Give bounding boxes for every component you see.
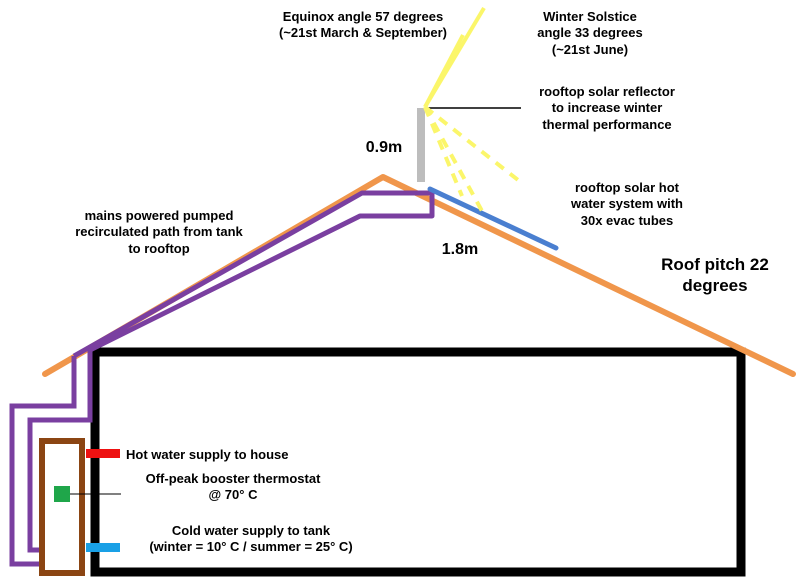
pumped-loop-roof-outer (72, 190, 435, 359)
solstice-ray (423, 6, 486, 109)
roof-pitch-label: Roof pitch 22 degrees (661, 255, 769, 296)
winter-solstice-label: Winter Solstice angle 33 degrees (~21st … (537, 9, 643, 57)
reflected-ray-2 (423, 106, 484, 212)
collector-label: rooftop solar hot water system with 30x … (571, 180, 683, 228)
pumped-path-label: mains powered pumped recirculated path f… (75, 208, 243, 256)
hot-water-tank (39, 438, 85, 576)
collector-length-label: 1.8m (441, 241, 479, 258)
pumped-loop-outer (27, 350, 93, 553)
reflected-ray-3 (423, 106, 464, 197)
hot-water-supply-label: Hot water supply to house (126, 447, 289, 462)
reflector-height-label: 0.9m (365, 139, 403, 156)
cold-water-pipe (86, 543, 120, 552)
cold-water-supply-label: Cold water supply to tank (winter = 10° … (149, 523, 353, 555)
solar-collector (427, 186, 559, 251)
house-outline (90, 347, 746, 577)
solar-reflector (417, 108, 425, 182)
sun-rays (423, 6, 520, 212)
thermostat-label: Off-peak booster thermostat @ 70° C (145, 471, 321, 503)
reflector-label: rooftop solar reflector to increase wint… (539, 84, 675, 132)
pumped-loop-inner (9, 356, 77, 567)
equinox-label: Equinox angle 57 degrees (~21st March & … (279, 9, 447, 41)
reflected-ray-1 (423, 105, 520, 182)
thermostat-marker (54, 486, 70, 502)
hot-water-pipe (86, 449, 120, 458)
